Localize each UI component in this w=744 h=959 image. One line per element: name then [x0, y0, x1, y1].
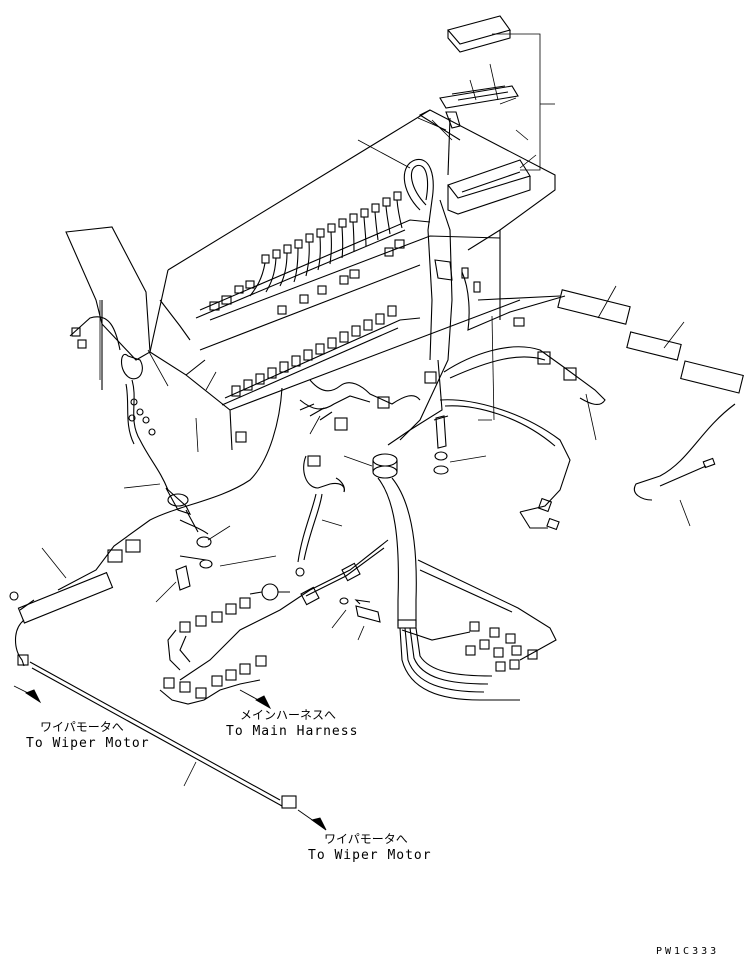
- lower-relay-row: [221, 305, 437, 443]
- grommet-drop: [372, 453, 520, 701]
- small-fasteners-left: [175, 555, 213, 591]
- left-horizontal-harness: [9, 387, 297, 809]
- direction-arrows: [13, 685, 327, 831]
- wiper-motor-left-label-en: To Wiper Motor: [26, 736, 150, 751]
- upper-right-components: [439, 15, 531, 215]
- control-box: [65, 109, 556, 451]
- middle-branch: [439, 346, 606, 531]
- bolt-washer-mid: [433, 415, 449, 475]
- ring-terminal-cable: [295, 455, 345, 577]
- hatched-harness: [299, 379, 421, 421]
- central-lower-harness: [159, 539, 389, 705]
- vertical-loop-harness: [387, 158, 453, 446]
- main-harness-label-en: To Main Harness: [226, 724, 359, 739]
- wiper-motor-bottom-label-jp: ワイパモータへ: [324, 832, 408, 846]
- left-harness: [69, 316, 212, 548]
- wiper-motor-bottom-label-en: To Wiper Motor: [308, 848, 432, 863]
- connector-fan-right: [417, 559, 557, 672]
- bolt-bottom-mid: [339, 597, 381, 623]
- main-harness-label-jp: メインハーネスへ: [240, 708, 337, 722]
- drawing-code: PW1C333: [656, 946, 720, 957]
- leader-lines: [41, 33, 691, 787]
- right-sleeved-cable: [461, 267, 744, 501]
- upper-relay-row: [195, 191, 431, 319]
- wiper-motor-left-label-jp: ワイパモータへ: [40, 720, 124, 734]
